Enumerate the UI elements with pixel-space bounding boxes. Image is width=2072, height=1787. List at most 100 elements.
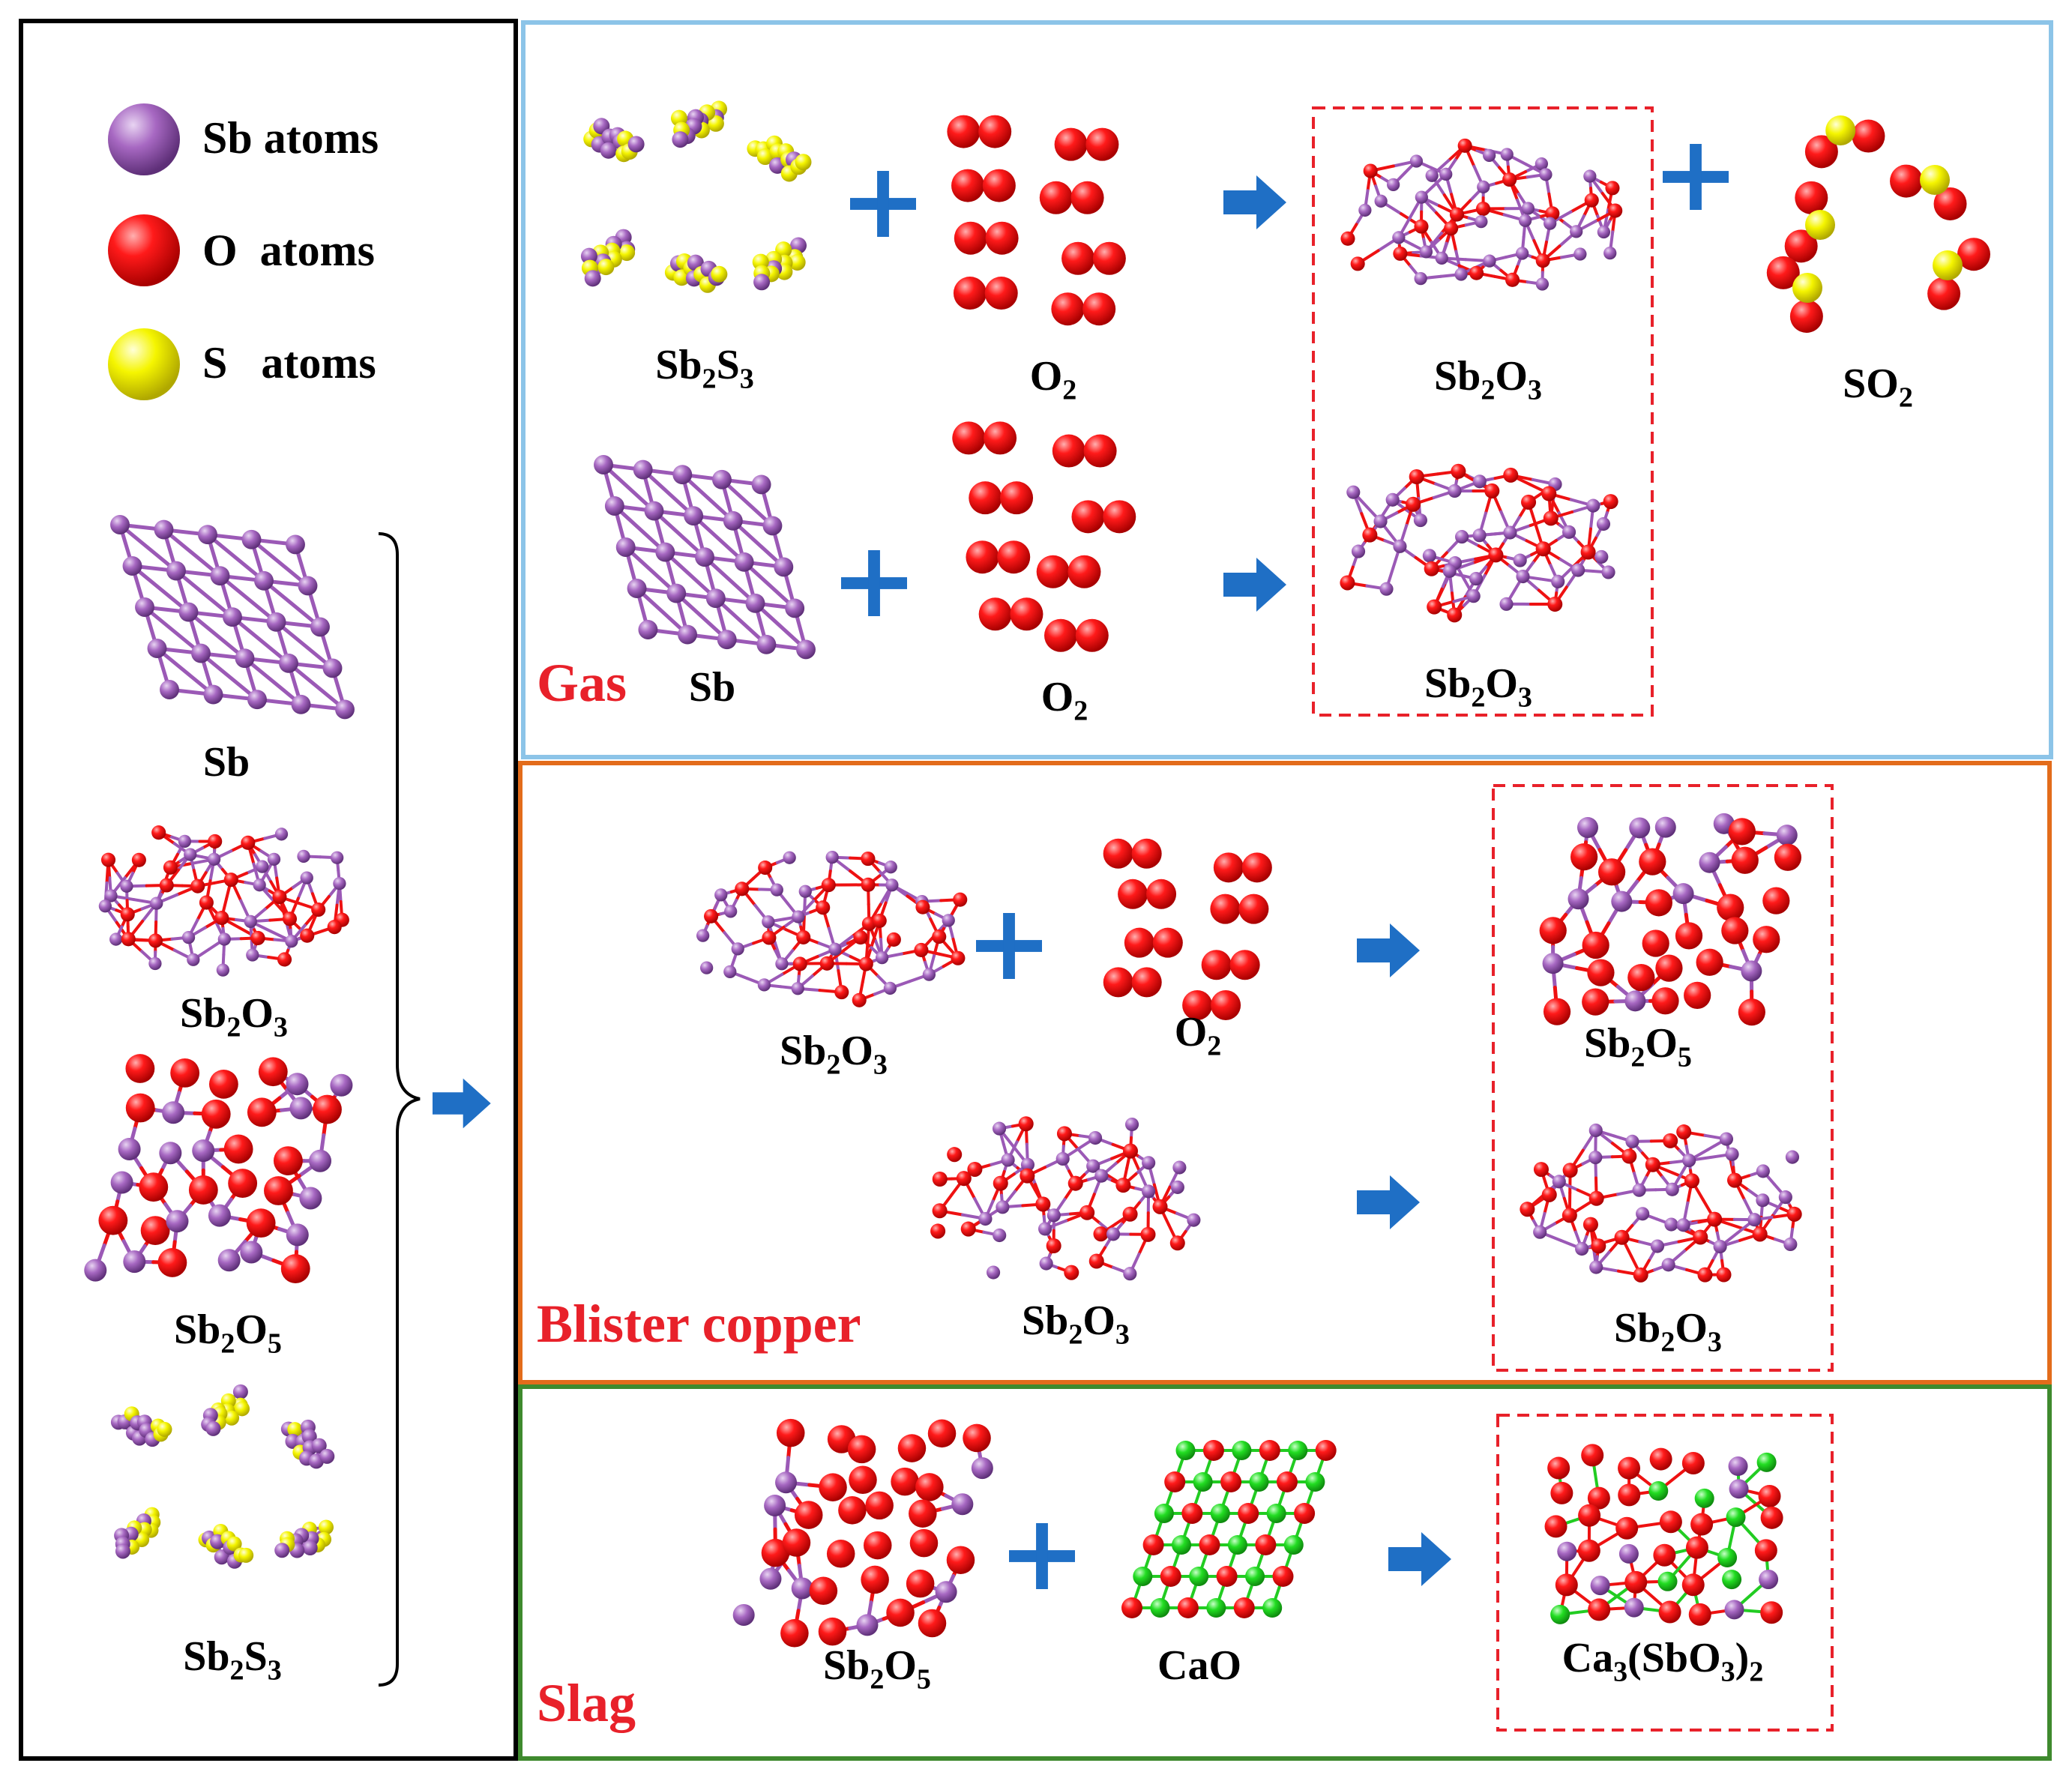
- sb-atom: [714, 888, 728, 902]
- o-atom: [978, 115, 1012, 148]
- o-atom: [1690, 1513, 1714, 1536]
- bond: [118, 522, 178, 573]
- o-atom: [280, 1254, 310, 1283]
- sb-atom: [774, 557, 794, 577]
- left-label-sb2o3: Sb2​O3​: [180, 990, 288, 1043]
- sb-atom: [1664, 1217, 1678, 1232]
- o-atom: [1255, 1534, 1277, 1555]
- o-atom: [1211, 990, 1241, 1021]
- blister-label-sb2o3-1-n2: 3: [873, 1049, 888, 1080]
- o-atom: [1018, 1116, 1034, 1132]
- o-atom: [1927, 277, 1961, 310]
- o-atom: [1659, 1510, 1682, 1534]
- o-atom: [861, 1565, 889, 1594]
- sb-atom: [1469, 571, 1484, 586]
- bond: [742, 560, 797, 610]
- sb-atom: [1661, 1258, 1675, 1272]
- slag-label-sb2o5-n1: 2: [870, 1663, 884, 1695]
- o-atom: [997, 540, 1031, 574]
- sb-atom: [246, 948, 259, 962]
- o-atom: [1681, 1573, 1705, 1597]
- sb-atom: [1724, 1600, 1744, 1620]
- gas-sb2o3-product-2: [1340, 463, 1618, 623]
- gas-label-so2-pre: SO: [1843, 361, 1899, 407]
- o-atom: [1272, 1566, 1294, 1587]
- o-atom: [758, 860, 773, 876]
- slag-ca3sbo32-product: [1544, 1444, 1783, 1626]
- molecule-layer: [84, 100, 1991, 1648]
- o-atom: [865, 1491, 894, 1520]
- sb-atom: [942, 914, 955, 927]
- sb-atom: [762, 915, 775, 929]
- sb-atom: [216, 963, 230, 977]
- sb-atom: [1603, 247, 1617, 260]
- o-atom: [1688, 1603, 1711, 1626]
- o-atom: [1789, 299, 1823, 333]
- legend-sb-label: Sb atoms: [202, 113, 379, 163]
- gas-label-sb2o3-1: Sb2​O3​: [1434, 353, 1542, 406]
- sb-atom: [684, 506, 704, 526]
- o-atom: [1036, 555, 1070, 588]
- sb-atom: [1435, 251, 1448, 265]
- sb-atom: [655, 542, 675, 562]
- o-atom: [1181, 1503, 1203, 1524]
- o-atom: [1570, 843, 1598, 871]
- gas-label-sb2s3-pre: Sb: [655, 342, 702, 388]
- sb-atom: [604, 496, 624, 516]
- slag-label-cao-pre: CaO: [1157, 1642, 1241, 1689]
- o-atom: [1615, 1516, 1639, 1540]
- sb-atom: [825, 850, 839, 864]
- o-atom: [1362, 527, 1378, 543]
- bond: [635, 586, 690, 637]
- o-atom: [1633, 1267, 1648, 1283]
- sb-atom: [1142, 1156, 1156, 1170]
- sb-atom: [1535, 277, 1550, 291]
- sb-atom: [1586, 498, 1600, 513]
- bond: [714, 596, 768, 647]
- o-atom: [1752, 1226, 1768, 1242]
- o-atom: [188, 1175, 218, 1205]
- sb-atom: [254, 570, 274, 591]
- blister-label-sb2o3-1-pre: Sb: [780, 1028, 826, 1074]
- o-atom: [1340, 575, 1355, 591]
- o-atom: [930, 1223, 946, 1239]
- sb-atom: [1038, 1222, 1052, 1236]
- blister-label-sb2o3-3-pre: Sb: [1614, 1305, 1660, 1351]
- o-atom: [1584, 193, 1599, 208]
- o-atom: [1533, 1162, 1549, 1178]
- s-atom: [287, 1422, 303, 1438]
- o-atom: [250, 930, 265, 945]
- sb-atom: [764, 1494, 786, 1516]
- o-atom: [886, 932, 901, 947]
- left-label-sb2o5-pre: Sb: [174, 1307, 220, 1353]
- sb-atom: [1665, 1182, 1679, 1196]
- o-atom: [1731, 846, 1759, 874]
- o-atom: [932, 1203, 948, 1219]
- o-atom: [1651, 987, 1679, 1015]
- sb-atom: [1513, 553, 1527, 567]
- gas-label-so2-n1: 2: [1899, 382, 1913, 413]
- o-atom: [1707, 1211, 1723, 1227]
- sb-atom: [712, 469, 732, 489]
- brace-icon: [378, 532, 421, 1687]
- o-atom: [1083, 434, 1117, 468]
- gas-label-sb2s3-mid: S: [717, 342, 740, 388]
- o-atom: [1795, 181, 1828, 214]
- legend-s-label: S atoms: [202, 338, 376, 388]
- o-atom: [1259, 1440, 1280, 1461]
- sb-atom: [1539, 168, 1553, 181]
- o-atom: [1238, 894, 1269, 924]
- sb-atom: [1588, 1151, 1603, 1165]
- o-atom: [809, 1576, 838, 1606]
- sb-atom: [1448, 483, 1462, 498]
- o-atom: [1627, 963, 1655, 992]
- gas-label-o2-1-n1: 2: [1062, 374, 1076, 406]
- gas-label-sb2s3: Sb2​S3​: [655, 342, 754, 394]
- bond: [286, 661, 347, 711]
- sb-atom: [122, 556, 142, 576]
- o-atom: [1152, 1199, 1168, 1214]
- ca-atom: [1227, 1535, 1247, 1555]
- o-atom: [1580, 544, 1596, 560]
- left-label-sb2o5: Sb2​O5​: [174, 1307, 282, 1359]
- o-atom: [1424, 561, 1439, 576]
